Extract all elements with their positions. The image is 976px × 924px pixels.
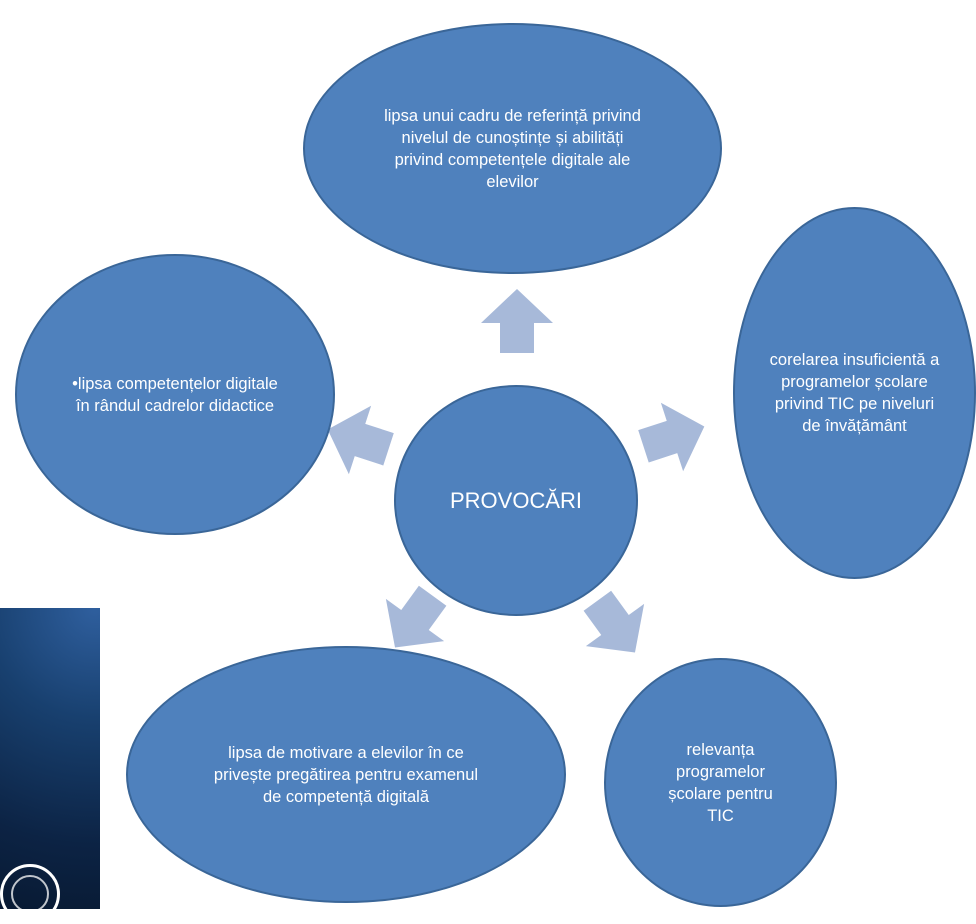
node-left-label: •lipsa competențelor digitale în rândul … <box>72 374 278 415</box>
arrow-to-right <box>632 392 716 481</box>
node-right: corelarea insuficientă a programelor șco… <box>733 207 976 579</box>
node-top-label: lipsa unui cadru de referință privind ni… <box>384 106 641 191</box>
node-right-label: corelarea insuficientă a programelor șco… <box>769 351 940 435</box>
arrow-to-top <box>481 289 553 353</box>
node-bottom-left: lipsa de motivare a elevilor în ce prive… <box>126 646 566 903</box>
node-bottom-right: relevanța programelor școlare pentru TIC <box>604 658 837 907</box>
background-image-panel <box>0 608 100 909</box>
node-left: •lipsa competențelor digitale în rândul … <box>15 254 335 535</box>
node-center: PROVOCĂRI <box>394 385 638 616</box>
node-bottom-right-label: relevanța programelor școlare pentru TIC <box>668 740 773 825</box>
node-top: lipsa unui cadru de referință privind ni… <box>303 23 722 274</box>
center-label: PROVOCĂRI <box>449 487 583 513</box>
node-bottom-left-label: lipsa de motivare a elevilor în ce prive… <box>213 743 479 806</box>
